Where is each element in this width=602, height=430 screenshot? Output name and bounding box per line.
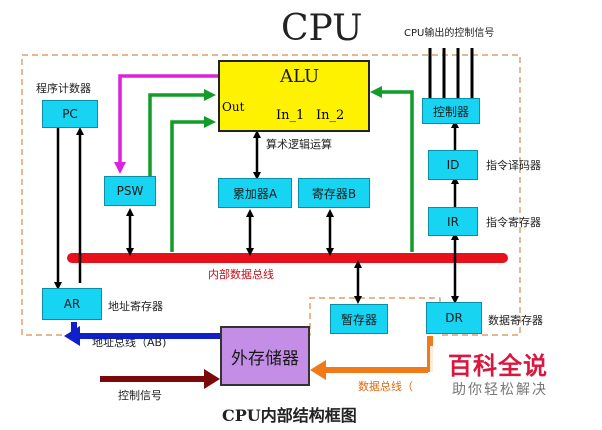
alu-box — [218, 60, 370, 132]
ar-caption: 地址寄存器 — [108, 300, 163, 313]
watermark-main: 百科全说 — [448, 352, 548, 380]
psw-label: PSW — [116, 184, 144, 198]
psw-alu-line — [148, 89, 216, 176]
controller-box: 控制器 — [422, 98, 480, 124]
id-box: ID — [428, 150, 478, 180]
controller-label: 控制器 — [432, 104, 469, 119]
data-bus-arrowhead — [310, 360, 326, 380]
alu-in1-label: In_1 — [276, 108, 305, 123]
external-memory-label: 外存储器 — [231, 348, 299, 369]
dr-box: DR — [426, 302, 482, 334]
control-signal-arrowhead — [204, 369, 220, 389]
accumulator-box: 累加器A — [218, 178, 292, 208]
control-output-lines — [428, 48, 474, 98]
alu-in2-label: In_2 — [316, 108, 345, 123]
dr-caption: 数据寄存器 — [488, 314, 543, 327]
ir-label: IR — [447, 214, 459, 229]
external-memory-box: 外存储器 — [220, 326, 310, 386]
control-signal-label: 控制信号 — [118, 389, 162, 402]
register-b-label: 寄存器B — [311, 186, 357, 201]
temp-register-box: 暂存器 — [330, 304, 388, 334]
data-bus-label: 数据总线（ — [358, 380, 413, 393]
alu-label: ALU — [280, 66, 320, 87]
id-label: ID — [446, 158, 460, 172]
watermark: 百科全说 助你轻松解决 — [430, 346, 554, 402]
bus-alu-in2-line — [370, 86, 414, 252]
alu-psw-line — [114, 74, 218, 174]
watermark-sub: 助你轻松解决 — [452, 382, 548, 398]
id-caption: 指令译码器 — [486, 159, 541, 172]
psw-box: PSW — [104, 176, 156, 206]
accumulator-label: 累加器A — [232, 186, 278, 201]
diagram-caption: CPU内部结构框图 — [222, 406, 357, 425]
ar-label: AR — [63, 297, 81, 311]
alu-caption: 算术逻辑运算 — [266, 138, 332, 151]
alu-out-label: Out — [222, 100, 245, 114]
control-output-label: CPU输出的控制信号 — [404, 28, 495, 39]
dr-label: DR — [445, 311, 463, 325]
internal-bus-label: 内部数据总线 — [208, 268, 274, 281]
pc-label: PC — [62, 107, 78, 121]
address-bus-label: 地址总线（AB) — [92, 336, 167, 349]
cpu-title: CPU — [281, 8, 363, 49]
ir-caption: 指令寄存器 — [486, 216, 541, 229]
pc-box: PC — [42, 100, 98, 128]
ar-box: AR — [42, 288, 102, 320]
acc-alu-line — [170, 116, 216, 252]
temp-register-label: 暂存器 — [340, 312, 377, 327]
register-b-box: 寄存器B — [298, 178, 370, 208]
ir-box: IR — [428, 207, 478, 236]
pc-heading: 程序计数器 — [36, 82, 91, 95]
